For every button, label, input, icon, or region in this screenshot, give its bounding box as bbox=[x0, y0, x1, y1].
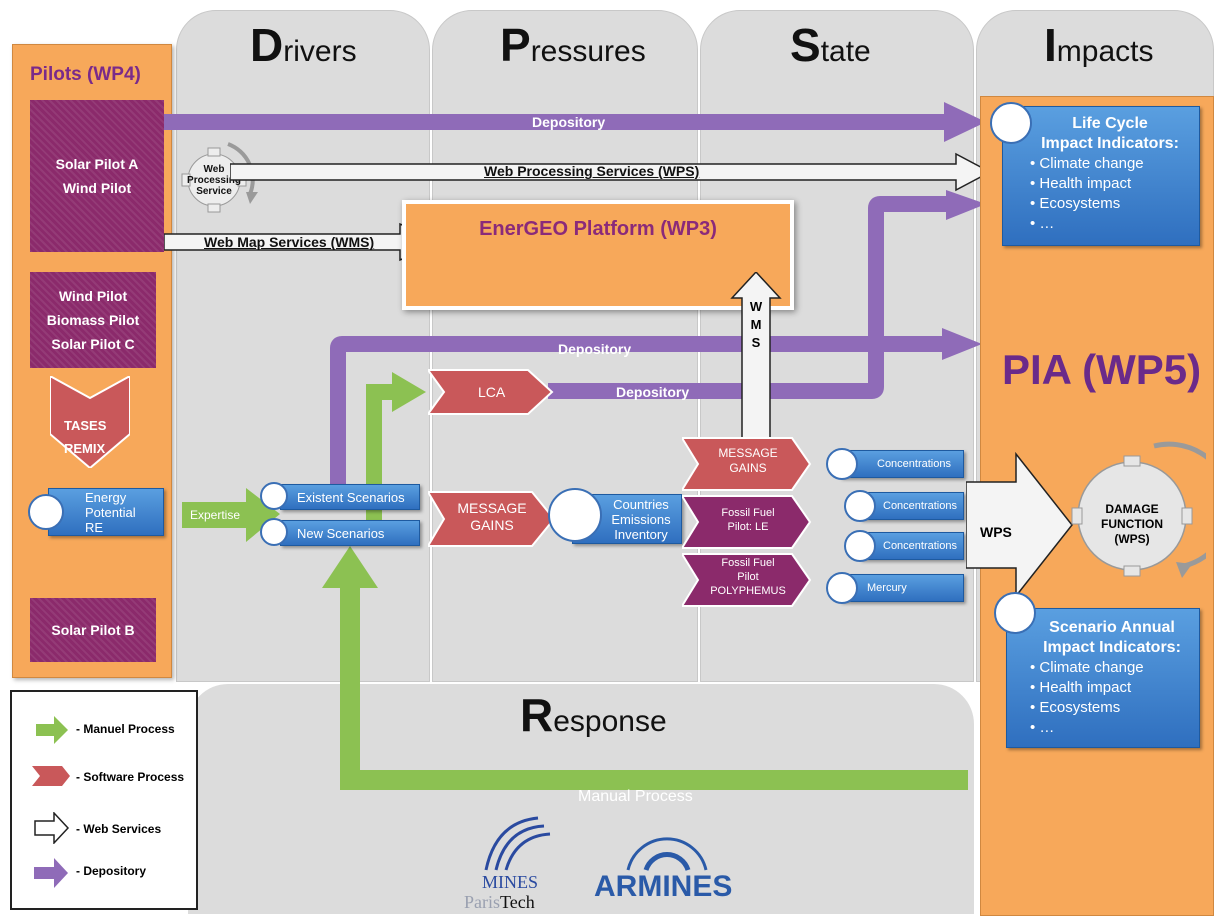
lifecycle-circle-icon bbox=[990, 102, 1032, 144]
response-panel bbox=[188, 684, 974, 914]
wms-label: Web Map Services (WMS) bbox=[204, 234, 375, 250]
concentrations-circle-icon-1 bbox=[826, 448, 858, 480]
lifecycle-indicators-box bbox=[1002, 106, 1200, 246]
new-scenarios-box: New Scenarios bbox=[280, 520, 420, 546]
concentrations-box-1: Concentrations bbox=[840, 450, 964, 478]
manual-process-arrow bbox=[322, 546, 968, 790]
message-gains-arrow bbox=[428, 491, 556, 547]
energy-potential-circle-icon bbox=[28, 494, 64, 530]
manual-process-label: Manual Process bbox=[578, 788, 693, 805]
depository-lca-label: Depository bbox=[616, 384, 690, 400]
legend-web-label: - Web Services bbox=[76, 822, 162, 836]
expertise-arrow bbox=[182, 488, 280, 542]
depository-lca-arrow bbox=[548, 190, 986, 399]
armines-logo-text: ARMINES bbox=[594, 870, 733, 903]
existent-scenarios-box: Existent Scenarios bbox=[280, 484, 420, 510]
response-heading: Response bbox=[520, 689, 667, 741]
pilots-title: Pilots (WP4) bbox=[30, 64, 141, 85]
fossil-polyphemus-arrow bbox=[682, 553, 812, 607]
legend-manual-icon bbox=[36, 716, 68, 744]
mercury-box: Mercury bbox=[840, 574, 964, 602]
tases-label: TASES bbox=[64, 418, 107, 433]
legend-software-label: - Software Process bbox=[76, 770, 185, 784]
new-scenarios-circle-icon bbox=[260, 518, 288, 546]
pia-title: PIA (WP5) bbox=[1002, 346, 1202, 393]
state-heading: State bbox=[790, 19, 871, 71]
damage-function-gear-icon bbox=[1071, 441, 1206, 578]
depository-top-arrow bbox=[164, 102, 986, 142]
pressures-heading: Pressures bbox=[500, 19, 646, 71]
legend-software-icon bbox=[32, 766, 70, 786]
emissions-circle-icon bbox=[548, 488, 602, 542]
pilot-box-c: Solar Pilot B bbox=[30, 598, 156, 662]
expertise-label: Expertise bbox=[190, 508, 241, 522]
legend-web-icon bbox=[34, 812, 70, 844]
armines-logo-icon bbox=[626, 837, 708, 871]
scenario-annual-indicators-box bbox=[1006, 608, 1200, 748]
message-gains-state-arrow bbox=[682, 437, 812, 491]
impacts-heading: Impacts bbox=[1044, 19, 1154, 71]
legend-depository-icon bbox=[34, 858, 68, 888]
concentrations-box-3: Concentrations bbox=[860, 532, 964, 560]
depository-mid-label: Depository bbox=[558, 341, 632, 357]
tases-remix-arrow bbox=[50, 376, 130, 468]
mines-logo-text: MINES bbox=[482, 872, 539, 892]
mines-paristech-logo-icon bbox=[484, 816, 551, 871]
lca-label: LCA bbox=[478, 384, 506, 400]
concentrations-circle-icon-3 bbox=[844, 530, 876, 562]
depository-mid-arrow bbox=[330, 328, 982, 492]
energeo-platform-box: EnerGEO Platform (WP3) bbox=[402, 200, 794, 310]
legend-depository-label: - Depository bbox=[76, 864, 147, 878]
legend-manual-label: - Manuel Process bbox=[76, 722, 175, 736]
wps-right-arrow bbox=[966, 452, 1073, 598]
scenario-annual-indicators-text: Scenario Annual Impact Indicators: • Cli… bbox=[1030, 619, 1181, 736]
remix-label: REMIX bbox=[64, 441, 106, 456]
wps-top-arrow bbox=[230, 152, 992, 192]
depository-top-label: Depository bbox=[532, 114, 606, 130]
lifecycle-indicators-text: Life Cycle Impact Indicators: • Climate … bbox=[1030, 115, 1179, 232]
wps-top-label: Web Processing Services (WPS) bbox=[484, 163, 700, 179]
fossil-le-arrow bbox=[682, 495, 812, 549]
concentrations-circle-icon-2 bbox=[844, 490, 876, 522]
green-up-to-lca-arrow bbox=[366, 372, 426, 522]
drivers-heading: Drivers bbox=[250, 19, 357, 71]
existent-scenarios-circle-icon bbox=[260, 482, 288, 510]
mercury-circle-icon bbox=[826, 572, 858, 604]
scenario-annual-circle-icon bbox=[994, 592, 1036, 634]
wps-right-label: WPS bbox=[980, 524, 1012, 540]
paristech-logo-text: ParisTech bbox=[464, 892, 535, 912]
lca-software-arrow bbox=[428, 369, 554, 415]
